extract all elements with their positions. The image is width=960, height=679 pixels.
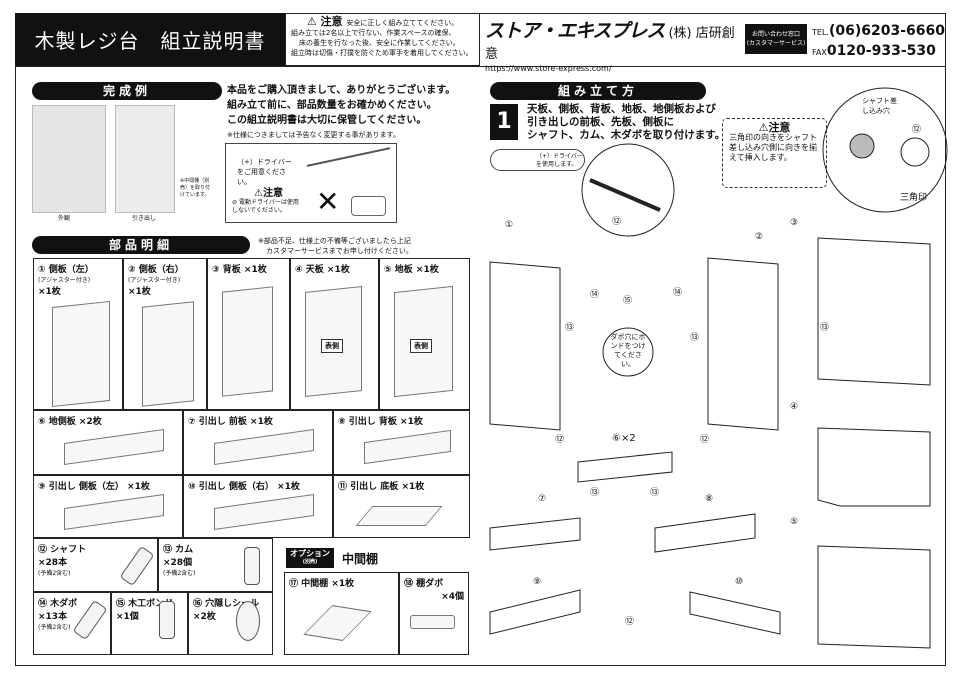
warning-triangle-icon: ⚠ bbox=[306, 15, 317, 28]
diagram-part-label: ⑭ bbox=[673, 288, 683, 298]
cam-icon bbox=[244, 547, 260, 585]
diagram-part-label: ⑧ bbox=[705, 494, 714, 504]
shelf-pin-icon bbox=[410, 615, 455, 629]
drawer-side-right bbox=[689, 591, 781, 635]
step-number: 1 bbox=[490, 104, 518, 140]
diagram-part-label: ① bbox=[505, 220, 514, 230]
option-badge: オプション(別売) bbox=[286, 548, 334, 568]
diagram-part-label: ⑫ bbox=[612, 217, 622, 227]
diagram-part-label: ⑫ bbox=[700, 435, 710, 445]
hole-seal-icon bbox=[236, 601, 260, 641]
diagram-part-label: ② bbox=[755, 232, 764, 242]
diagram-part-label: ⑬ bbox=[565, 323, 575, 333]
part-8: ⑧ 引出し 背板 ×1枚 bbox=[333, 410, 470, 475]
brand-logo: ストア・エキスプレス(株) 店研創意 https://www.store-exp… bbox=[485, 16, 745, 73]
part-7: ⑦ 引出し 前板 ×1枚 bbox=[183, 410, 333, 475]
photo-exterior bbox=[32, 105, 106, 213]
bond-bottle-icon bbox=[159, 601, 175, 639]
website-url[interactable]: https://www.store-express.com/ bbox=[485, 64, 612, 73]
back-panel bbox=[817, 237, 931, 386]
section-heading-parts: 部品明細 bbox=[32, 236, 250, 254]
diagram-part-label: ④ bbox=[790, 402, 799, 412]
prohibited-icon: ⊘ bbox=[232, 199, 238, 206]
detail-circle-shaft bbox=[581, 143, 675, 237]
diagram-part-label: ⑮ bbox=[623, 296, 633, 306]
detail-circle-cam bbox=[822, 87, 948, 213]
diagram-part-label: ③ bbox=[790, 218, 799, 228]
drawer-front bbox=[489, 517, 581, 551]
diagram-part-label: ⑬ bbox=[590, 488, 600, 498]
part-2: ② 側板（右）(アジャスター付き)×1枚 bbox=[123, 258, 207, 410]
bond-callout bbox=[602, 327, 654, 377]
shaft-icon bbox=[589, 178, 661, 212]
part-10: ⑩ 引出し 側板（右） ×1枚 bbox=[183, 475, 333, 538]
drawer-back bbox=[654, 513, 756, 553]
diagram-part-label: ⑬ bbox=[650, 488, 660, 498]
part-14: ⑭ 木ダボ×13本(予備2含む) bbox=[33, 592, 111, 655]
brand-name: ストア・エキスプレス bbox=[485, 20, 665, 42]
part-18: ⑱ 棚ダボ×4個 bbox=[399, 572, 469, 655]
cam-hole bbox=[849, 133, 875, 159]
phone-numbers: TEL.(06)6203-6660 FAX0120-933-530 bbox=[812, 23, 945, 59]
contact-label: お問い合わせ窓口(カスタマーサービス) bbox=[745, 24, 807, 54]
company-name: (株) 店研創意 bbox=[485, 26, 735, 62]
warning-triangle-icon: ⚠ bbox=[758, 121, 769, 134]
safety-caution-box: ⚠ 注意 安全に正しく組み立ててください。 組み立ては2名以上で行ない、作業スペ… bbox=[285, 13, 480, 66]
driver-note: （+）ドライバーを使用します。 bbox=[490, 149, 585, 171]
warning-triangle-icon: ⚠ bbox=[254, 188, 263, 199]
option-title: 中間棚 bbox=[342, 552, 379, 566]
photo-drawer bbox=[115, 105, 175, 213]
driver-notice-box: （+）ドライバーをご用意ください。 ⚠注意 ⊘ 電動ドライバーは使用しないでくだ… bbox=[225, 143, 397, 223]
assembly-caution-box: ⚠注意三角印の向きをシャフト差し込み穴側に向きを揃えて挿入します。 bbox=[722, 118, 827, 188]
part-13: ⑬ カム×28個(予備2含む) bbox=[158, 538, 273, 592]
bottom-panel bbox=[817, 545, 931, 649]
diagram-part-label: ⑬ bbox=[820, 323, 830, 333]
parts-note: ※部品不足、仕様上の不備等ございましたら上記カスタマーサービスまでお申し付けくだ… bbox=[258, 237, 413, 255]
section-heading-assembly: 組み立て方 bbox=[490, 82, 706, 100]
part-16: ⑯ 穴隠しシール×2枚 bbox=[188, 592, 273, 655]
power-drill-icon bbox=[351, 196, 386, 216]
diagram-part-label: ⑬ bbox=[690, 333, 700, 343]
part-12: ⑫ シャフト×28本(予備2含む) bbox=[33, 538, 158, 592]
cross-mark-icon: ✕ bbox=[316, 185, 340, 218]
part-11: ⑪ 引出し 底板 ×1枚 bbox=[333, 475, 470, 538]
page-frame bbox=[15, 13, 946, 666]
intro-text: 本品をご購入頂きまして、ありがとうございます。 組み立て前に、部品数量をお確かめ… bbox=[227, 85, 456, 139]
part-1: ① 側板（左）(アジャスター付き)×1枚 bbox=[33, 258, 123, 410]
diagram-part-label: ⑫ bbox=[555, 435, 565, 445]
drawer-side-left bbox=[489, 589, 581, 635]
diagram-part-label: ⑫ bbox=[625, 617, 635, 627]
part-9: ⑨ 引出し 側板（左） ×1枚 bbox=[33, 475, 183, 538]
diagram-part-label: ⑤ bbox=[790, 517, 799, 527]
document-title: 木製レジ台 組立説明書 bbox=[15, 13, 285, 66]
part-3: ③ 背板 ×1枚 bbox=[207, 258, 290, 410]
section-heading-complete: 完成例 bbox=[32, 82, 222, 100]
top-panel bbox=[817, 427, 931, 507]
part-15: ⑮ 木工ボンド×1個 bbox=[111, 592, 188, 655]
header-divider bbox=[15, 66, 946, 67]
part-4: ④ 天板 ×1枚表側 bbox=[290, 258, 379, 410]
part-17: ⑰ 中間棚 ×1枚 bbox=[284, 572, 399, 655]
diagram-part-label: ⑦ bbox=[538, 494, 547, 504]
step-instructions: 天板、側板、背板、地板、地側板および引き出しの前板、先板、側板にシャフト、カム、… bbox=[527, 103, 726, 141]
part-5: ⑤ 地板 ×1枚表側 bbox=[379, 258, 470, 410]
bottom-side-panel bbox=[577, 451, 673, 483]
diagram-part-label: ⑨ bbox=[533, 577, 542, 587]
cam-icon bbox=[900, 137, 930, 167]
diagram-part-label: ⑭ bbox=[590, 290, 600, 300]
diagram-part-label: ⑩ bbox=[735, 577, 744, 587]
side-panel-right bbox=[707, 257, 779, 431]
part-6: ⑥ 地側板 ×2枚 bbox=[33, 410, 183, 475]
side-panel-left bbox=[489, 261, 561, 431]
